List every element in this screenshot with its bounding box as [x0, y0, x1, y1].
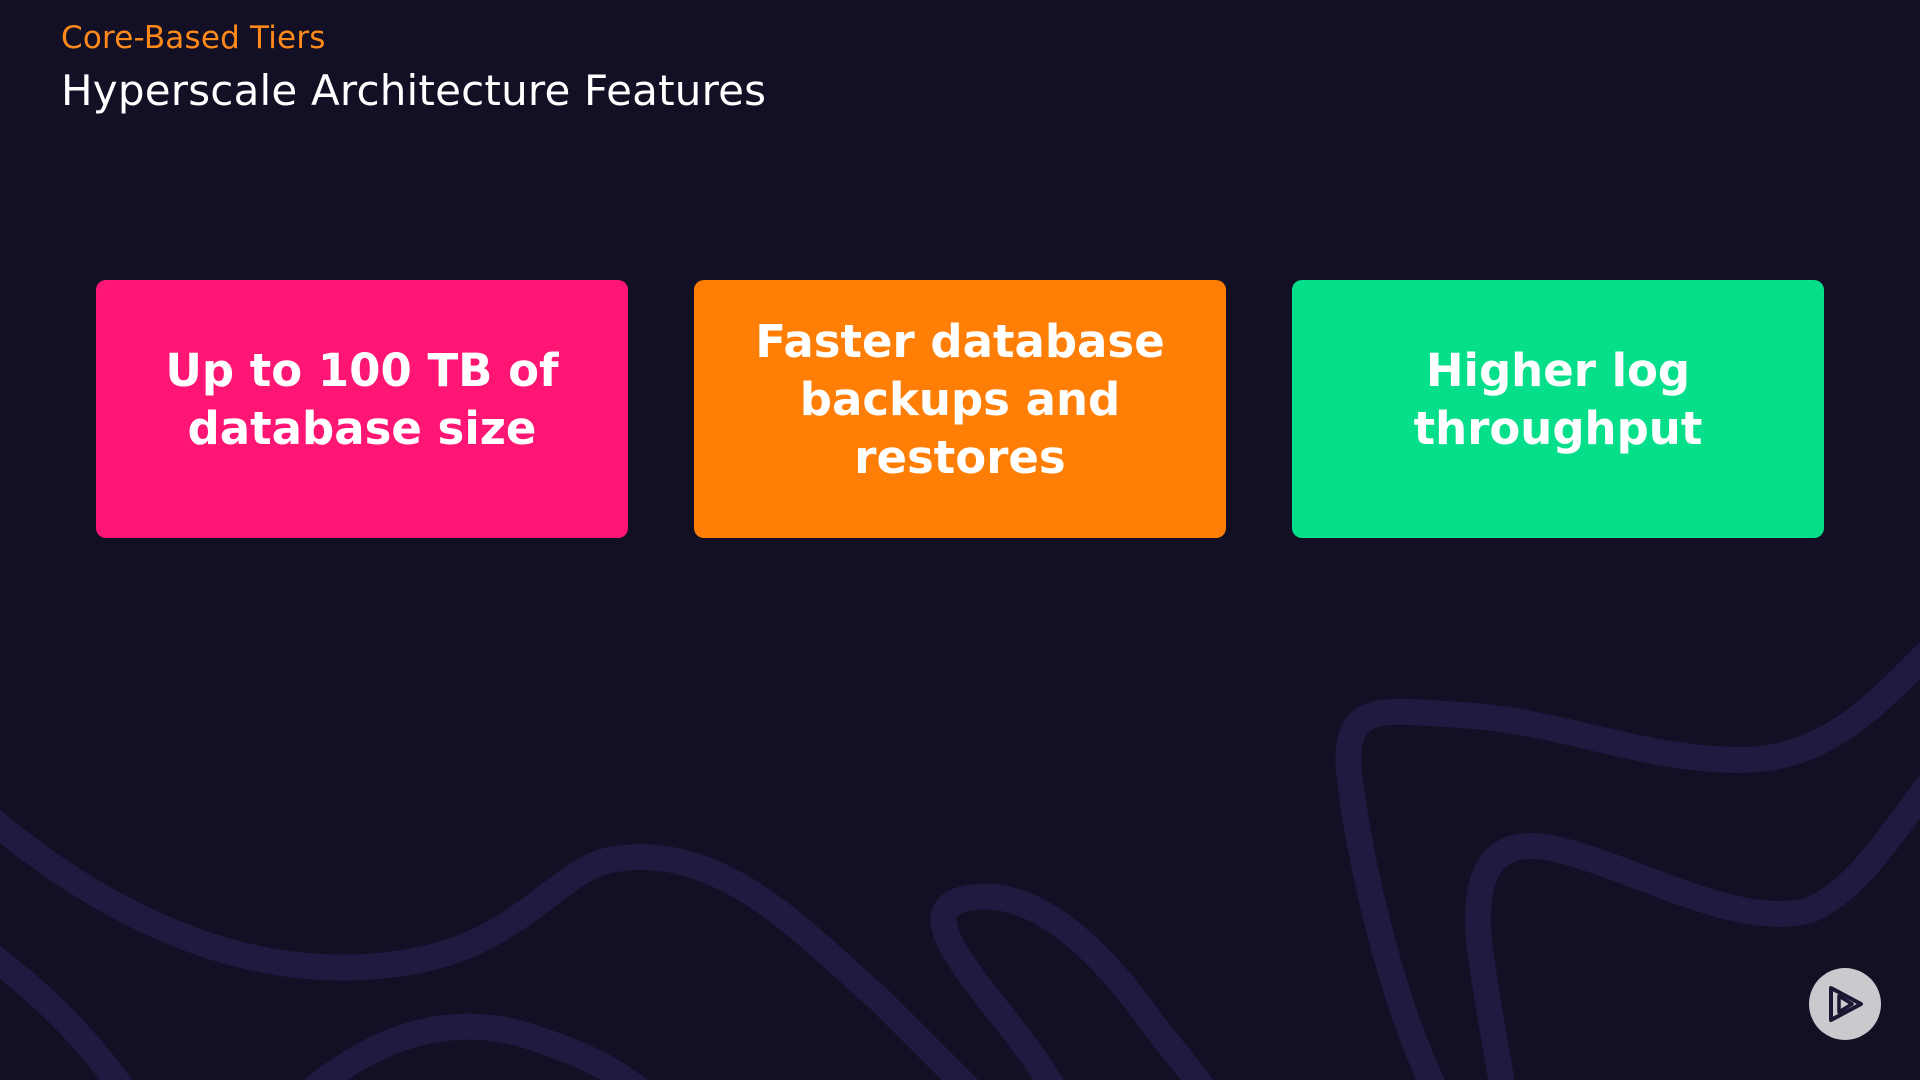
curve-2 — [0, 946, 133, 1080]
feature-card-line-2: backups and restores — [799, 373, 1121, 484]
feature-card-line-1: Higher log — [1425, 344, 1691, 397]
feature-card-log-throughput: Higher log throughput — [1292, 280, 1824, 538]
feature-card-line-1: Faster database — [755, 315, 1165, 368]
feature-card-backups: Faster database backups and restores — [694, 280, 1226, 538]
curve-3 — [303, 1013, 648, 1080]
feature-card-line-1: Up to 100 TB of — [165, 344, 559, 397]
curve-6 — [1465, 774, 1920, 1080]
curve-4 — [930, 883, 1214, 1080]
feature-card-line-2: throughput — [1413, 402, 1703, 455]
play-logo-icon — [1829, 986, 1863, 1022]
curve-5 — [1335, 641, 1920, 1080]
feature-card-line-2: database size — [187, 402, 537, 455]
feature-card-text: Faster database backups and restores — [712, 313, 1208, 487]
feature-card-text: Up to 100 TB of database size — [165, 342, 558, 458]
feature-card-text: Higher log throughput — [1414, 342, 1703, 458]
feature-card-storage: Up to 100 TB of database size — [96, 280, 628, 538]
play-logo-button[interactable] — [1809, 968, 1881, 1040]
curve-1 — [0, 809, 979, 1080]
section-subtitle: Core-Based Tiers — [61, 20, 326, 56]
slide-title: Hyperscale Architecture Features — [61, 66, 767, 115]
